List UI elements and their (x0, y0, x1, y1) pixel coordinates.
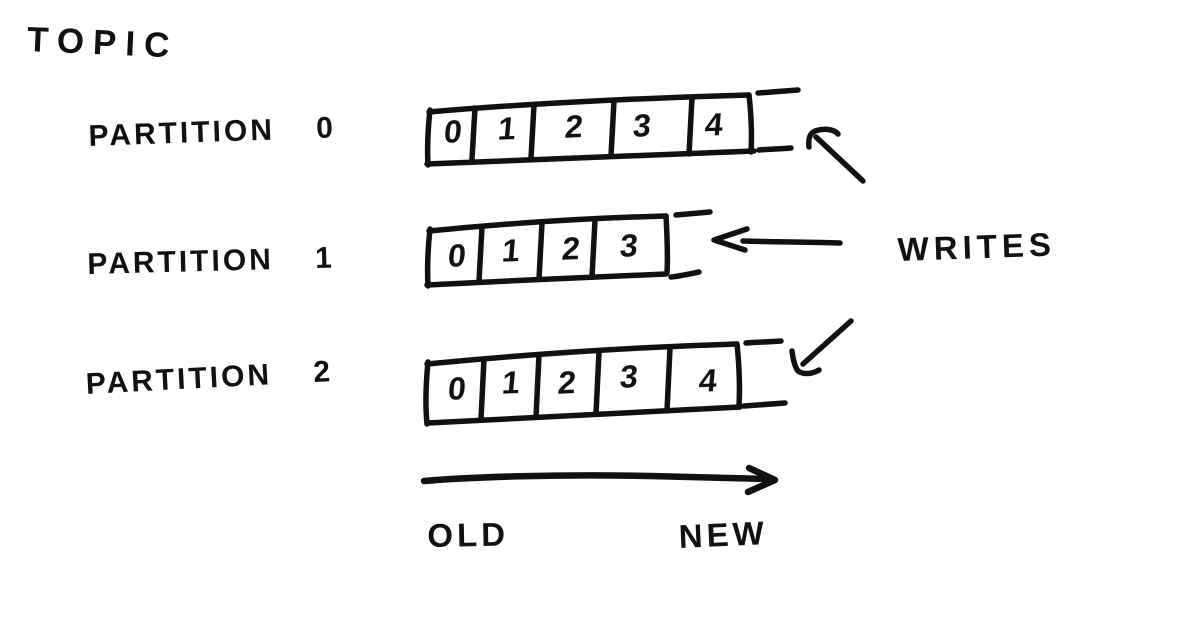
log-box-bottom-edge (424, 148, 757, 167)
write-arrow-partition-1 (711, 226, 843, 253)
partition-1-log-box (424, 209, 713, 289)
partition-2-offset-3: 3 (618, 358, 640, 395)
log-box-right-edge (734, 341, 743, 410)
log-continues-top-line (755, 87, 801, 96)
log-continues-bottom-line (668, 269, 702, 280)
log-box-bottom-edge (424, 271, 669, 288)
partition-2-offset-4: 4 (697, 362, 719, 399)
partition-2-log-box (423, 338, 788, 427)
write-arrow-partition-0 (806, 126, 866, 184)
cell-divider (533, 352, 542, 420)
write-arrow-partition-2 (789, 318, 854, 377)
partition-2-offset-0: 0 (446, 370, 468, 407)
cell-divider (686, 95, 695, 157)
arrow-shaft (740, 238, 843, 246)
cell-divider (589, 217, 598, 280)
partition-0-offset-3: 3 (631, 107, 653, 144)
log-continues-bottom-line (756, 145, 794, 153)
partition-1-offset-2: 2 (560, 230, 582, 267)
cell-divider (528, 102, 537, 161)
partition-2-offset-2: 2 (556, 364, 578, 401)
arrow-head (744, 464, 779, 496)
arrow-head (789, 348, 822, 377)
partition-0-log-box (424, 87, 801, 168)
partition-0-offset-4: 4 (703, 106, 725, 143)
arrow-head (711, 226, 750, 253)
partition-1-offset-3: 3 (618, 227, 640, 264)
cell-divider (536, 220, 545, 282)
log-box-top-edge (424, 341, 740, 367)
log-box-left-edge (423, 359, 431, 427)
log-box-top-edge (426, 213, 669, 234)
log-box-left-edge (424, 226, 433, 289)
arrow-shaft (420, 472, 770, 485)
cell-divider (608, 98, 617, 159)
new-label: NEW (678, 514, 769, 555)
old-label: OLD (427, 515, 510, 554)
partition-1-offset-1: 1 (500, 232, 522, 269)
arrow-head (806, 126, 841, 150)
partition-1-label: PARTITION 1 (87, 241, 336, 281)
log-continues-top-line (673, 209, 713, 218)
cell-divider (469, 105, 478, 162)
log-box-bottom-edge (425, 404, 743, 426)
partition-0-offset-2: 2 (563, 108, 585, 145)
log-box-right-edge (663, 213, 671, 276)
cell-divider (476, 224, 485, 284)
partition-0-offset-1: 1 (496, 110, 518, 147)
old-to-new-axis-arrow (420, 464, 779, 496)
topic-title: TOPIC (26, 20, 180, 66)
partition-2-offset-1: 1 (500, 364, 522, 401)
arrow-shaft (813, 134, 866, 184)
log-box-top-edge (426, 92, 752, 115)
log-continues-bottom-line (741, 400, 788, 409)
arrow-shaft (800, 318, 854, 367)
log-continues-top-line (743, 338, 784, 346)
partition-1-offset-0: 0 (446, 237, 468, 274)
cell-divider (478, 356, 487, 422)
writes-label: WRITES (897, 225, 1057, 268)
log-box-right-edge (746, 92, 755, 155)
cell-divider (593, 349, 602, 417)
log-box-left-edge (424, 107, 433, 168)
partition-0-offset-0: 0 (442, 113, 464, 150)
cell-divider (664, 345, 673, 414)
